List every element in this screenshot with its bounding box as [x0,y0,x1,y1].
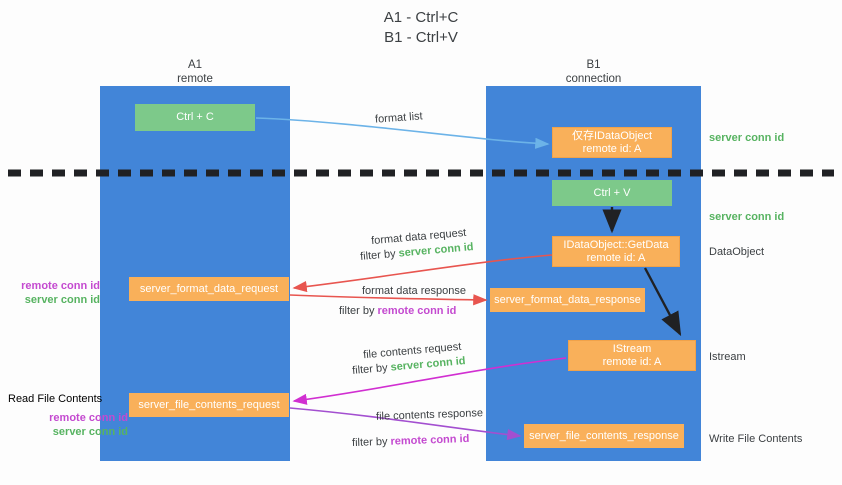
filter-value-remote-conn-id: remote conn id [377,305,457,317]
lane-b-subtitle: connection [565,73,622,85]
note-left-conn-ids-mid: remote conn id server conn id [8,279,100,307]
box-server-file-contents-request-label: server_file_contents_request [138,398,280,411]
box-idataobject-getdata[interactable]: IDataObject::GetData remote id: A [552,236,680,267]
lane-b-name: B1 [586,59,601,71]
box-idataobject[interactable]: 仅存IDataObject remote id: A [552,127,672,158]
note-server-conn-id: server conn id [52,426,128,438]
note-read-file-contents: Read File Contents [8,393,103,405]
note-remote-conn-id: remote conn id [49,412,128,424]
filter-prefix: filter by [351,361,392,377]
label-format-data-response-filter: filter by remote conn id [339,305,456,317]
box-istream-line-1: IStream [612,342,652,355]
box-server-file-contents-response[interactable]: server_file_contents_response [524,424,684,448]
note-server-conn-id-top: server conn id [709,132,785,144]
box-istream[interactable]: IStream remote id: A [568,340,696,371]
box-server-format-data-response[interactable]: server_format_data_response [490,288,645,312]
note-server-conn-id-mid: server conn id [709,211,785,223]
box-ctrl-v-label: Ctrl + V [593,186,631,199]
note-server-conn-id: server conn id [24,294,100,306]
label-file-contents-response: file contents response [375,407,484,423]
box-getdata-line-1: IDataObject::GetData [563,238,669,251]
label-format-data-response: format data response [362,285,466,297]
box-ctrl-c-label: Ctrl + C [176,111,214,123]
box-ctrl-c[interactable]: Ctrl + C [135,104,255,131]
label-format-list: format list [374,110,424,126]
lane-b-header: B1 connection [486,58,701,86]
note-istream: Istream [709,351,746,363]
lane-a-subtitle: remote [177,73,213,85]
title-line-1: A1 - Ctrl+C [383,9,459,26]
box-server-format-data-response-label: server_format_data_response [494,293,641,306]
note-remote-conn-id: remote conn id [21,280,100,292]
filter-prefix: filter by [359,247,400,263]
filter-prefix: filter by [351,435,391,450]
lane-a-header: A1 remote [100,58,290,86]
lane-a-name: A1 [187,59,203,71]
box-server-file-contents-response-label: server_file_contents_response [529,429,679,442]
title-line-2: B1 - Ctrl+V [384,29,458,46]
box-istream-line-2: remote id: A [602,355,662,368]
note-left-conn-ids-bottom: remote conn id server conn id [8,411,128,439]
page-title: A1 - Ctrl+C B1 - Ctrl+V [0,8,842,48]
box-server-format-data-request[interactable]: server_format_data_request [129,277,289,301]
box-ctrl-v[interactable]: Ctrl + V [552,180,672,206]
filter-value-remote-conn-id: remote conn id [390,432,470,448]
box-idataobject-line-2: remote id: A [582,142,642,155]
box-server-file-contents-request[interactable]: server_file_contents_request [129,393,289,417]
label-file-contents-response-filter: filter by remote conn id [352,433,470,449]
box-getdata-line-2: remote id: A [586,251,646,264]
box-server-format-data-request-label: server_format_data_request [139,282,279,295]
note-dataobject: DataObject [709,246,765,258]
box-idataobject-line-1: 仅存IDataObject [571,129,653,142]
filter-prefix: filter by [339,305,378,317]
note-write-file-contents: Write File Contents [709,433,803,445]
